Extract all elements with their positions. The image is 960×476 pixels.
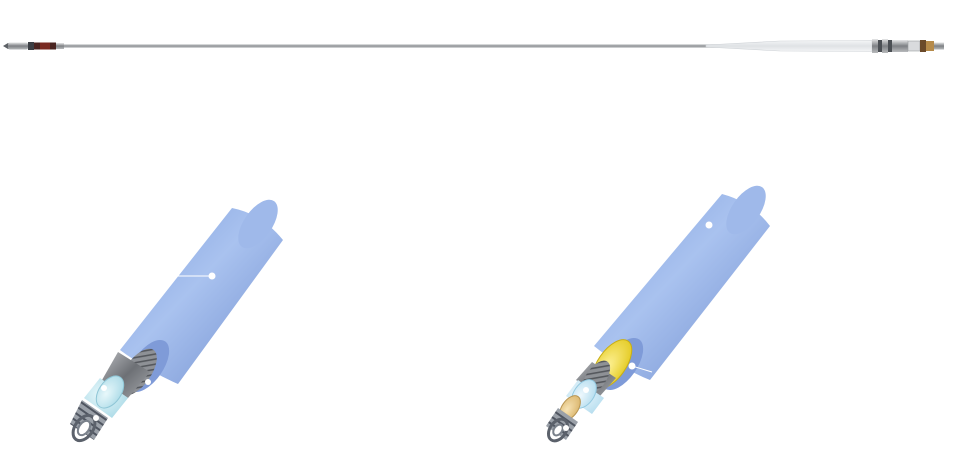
- proximal-sleeve: [705, 40, 873, 52]
- callout-right-braid: [583, 387, 589, 393]
- coil-conductor: [70, 400, 108, 443]
- inner-liner: [84, 375, 128, 418]
- callout-right-coil: [563, 425, 569, 431]
- distal-tip: [3, 42, 64, 50]
- callout-left-liner: [101, 385, 107, 391]
- callout-left-jacket: [178, 272, 216, 280]
- callout-right-gold: [579, 409, 585, 415]
- full-lead: [3, 39, 944, 53]
- callout-right-liner: [617, 393, 623, 399]
- callout-left-braid: [145, 379, 151, 385]
- callout-right-yellow: [628, 362, 653, 373]
- callout-left-coil: [93, 415, 99, 421]
- connector: [872, 39, 944, 53]
- coil-conductor-right: [546, 408, 578, 443]
- callout-right-jacket: [705, 221, 713, 229]
- cross-section-left: [70, 199, 283, 443]
- cross-section-right: [546, 185, 770, 443]
- lead-shaft: [64, 44, 876, 48]
